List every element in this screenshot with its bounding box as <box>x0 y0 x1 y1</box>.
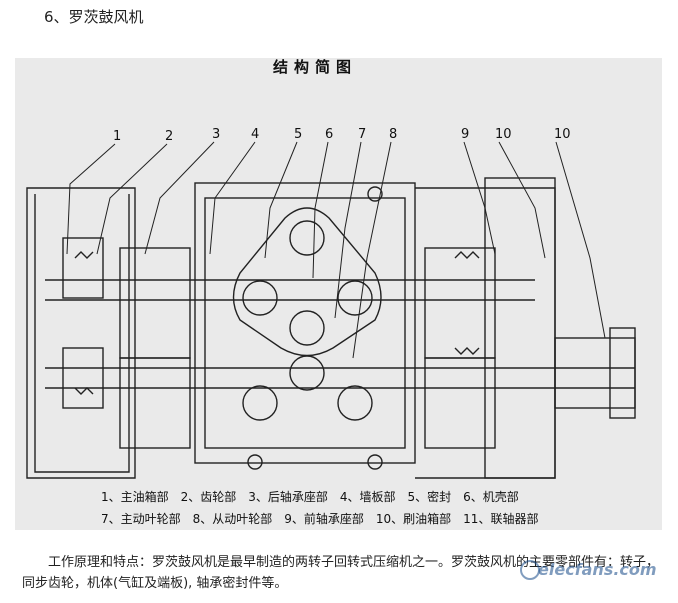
callout-8: 8 <box>389 127 397 142</box>
callout-2: 2 <box>165 129 173 144</box>
callout-4: 4 <box>251 127 259 142</box>
callout-7: 7 <box>358 127 366 142</box>
callout-10a: 10 <box>495 127 512 142</box>
caption-text: 工作原理和特点：罗茨鼓风机是最早制造的两转子回转式压缩机之一。罗茨鼓风机的主要零… <box>22 555 660 591</box>
watermark: elecfans.com <box>538 560 657 579</box>
section-heading: 6、罗茨鼓风机 <box>44 8 144 26</box>
legend-row-2: 7、主动叶轮部 8、从动叶轮部 9、前轴承座部 10、刷油箱部 11、联轴器部 <box>101 511 538 526</box>
legend-row-1: 1、主油箱部 2、齿轮部 3、后轴承座部 4、墙板部 5、密封 6、机壳部 <box>101 489 519 504</box>
machine-outline <box>26 177 636 479</box>
callout-3: 3 <box>212 127 220 142</box>
callout-9: 9 <box>461 127 469 142</box>
watermark-logo-icon <box>520 560 540 580</box>
callout-5: 5 <box>294 127 302 142</box>
callout-6: 6 <box>325 127 333 142</box>
diagram-title: 结构简图 <box>273 58 357 76</box>
structure-diagram: 结构简图 1 2 3 4 5 6 7 8 9 10 10 <box>15 58 662 530</box>
diagram-drawing: 结构简图 1 2 3 4 5 6 7 8 9 10 10 <box>26 58 636 526</box>
leader-lines <box>66 141 606 359</box>
callout-10b: 10 <box>554 127 571 142</box>
callout-1: 1 <box>113 129 121 144</box>
